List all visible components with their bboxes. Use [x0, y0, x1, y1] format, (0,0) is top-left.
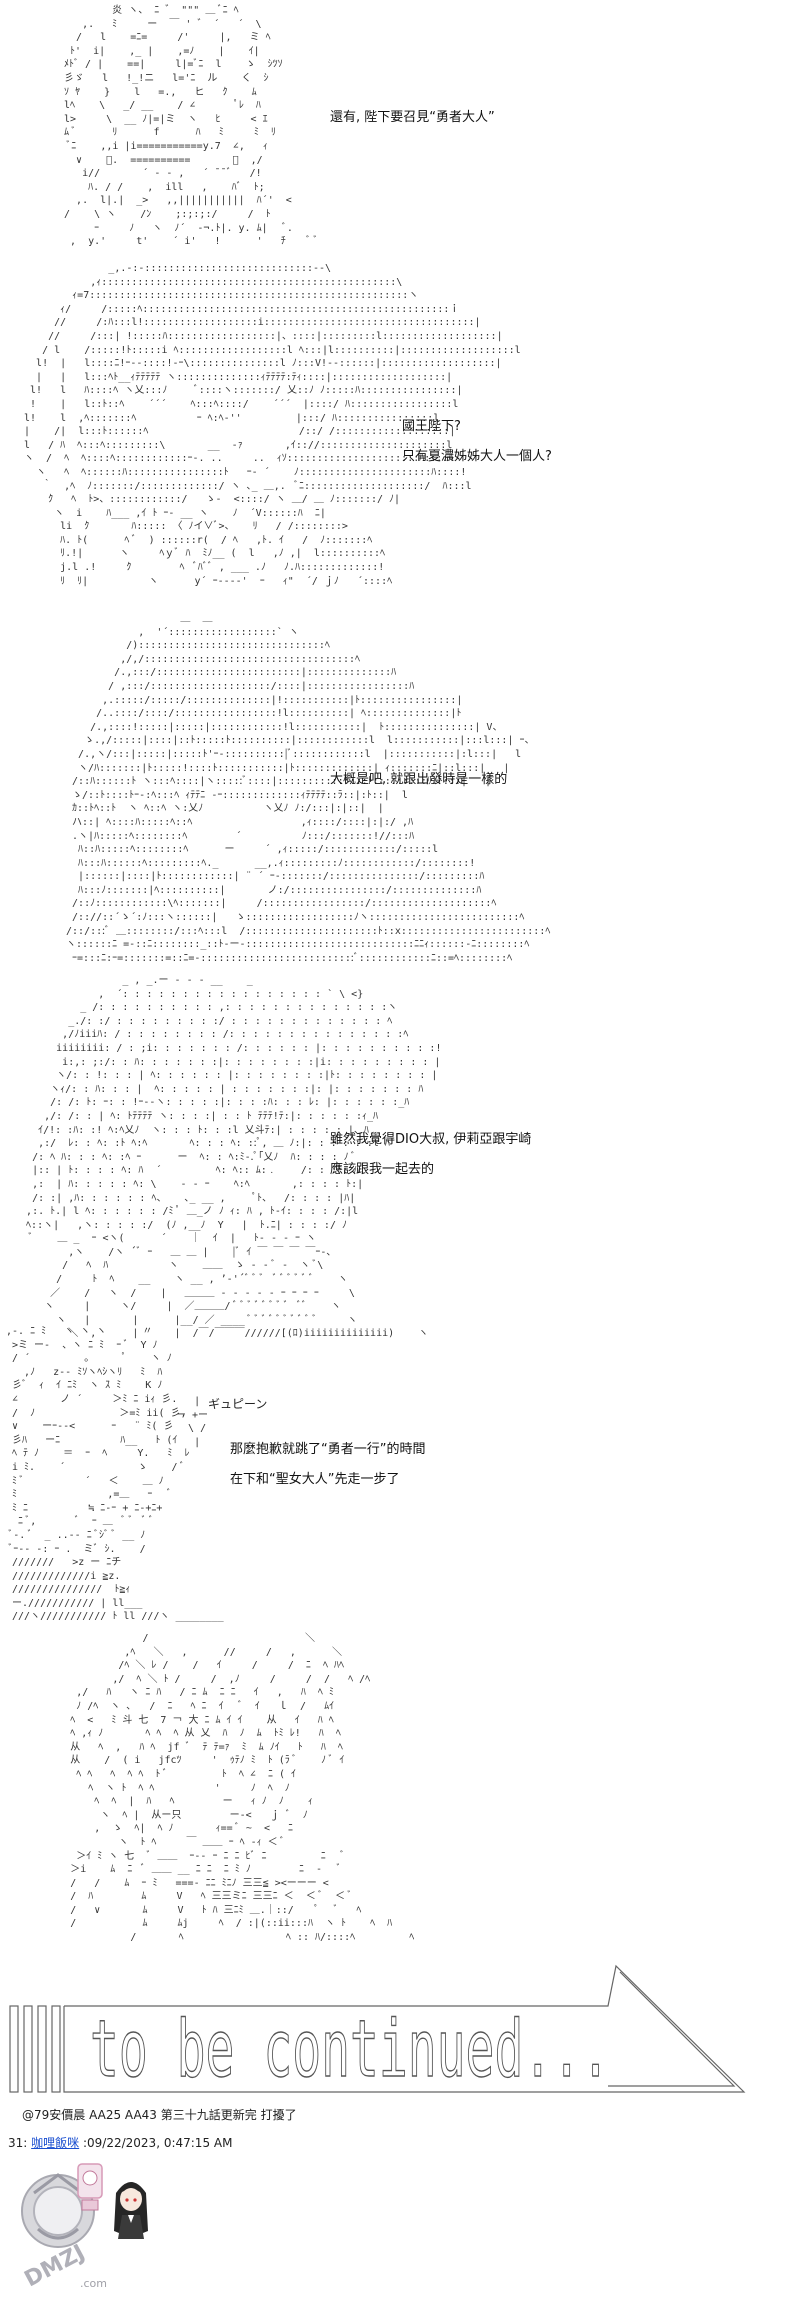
dialog-line: 大概是吧, 就跟出發時是一樣的 [330, 772, 508, 787]
sparkle-icon: | ー +ー \ / | [176, 1396, 209, 1448]
dialog-box-3: 大概是吧, 就跟出發時是一樣的 [330, 765, 507, 795]
post-meta: 31: 咖哩飯咪 :09/22/2023, 0:47:15 AM [8, 2134, 232, 2151]
left-bars [9, 2005, 61, 2093]
post-number: 31: [8, 2136, 28, 2150]
dialog-line: 在下和“聖女大人”先走一步了 [230, 1472, 400, 1487]
sfx-text: ギュピーン [208, 1397, 268, 1411]
tbc-text: to be continued... [90, 2005, 610, 2095]
ascii-art-hooded-girl: _ , _.ー ‐ ‐ - __ _ , ´: : : : : : : : : … [26, 975, 442, 1340]
panel-2: _,.-:‐::::::::::::::::::::::::::::‐-\ ,ｨ… [0, 240, 800, 600]
panel-3: ＿ ＿ , '´::::::::::::::::::` ヽ /)::::::::… [0, 600, 800, 970]
logo-text: DMZJ [21, 2240, 90, 2292]
mascot-stamp-icon [77, 2163, 103, 2211]
dialog-line: 應該跟我一起去的 [330, 1162, 435, 1177]
post-timestamp: :09/22/2023, 0:47:15 AM [82, 2136, 233, 2150]
dialog-line: 那麼抱歉就跳了“勇者一行”的時間 [230, 1442, 426, 1457]
dialog-box-5: 那麼抱歉就跳了“勇者一行”的時間 在下和“聖女大人”先走一步了 [230, 1435, 425, 1495]
ascii-art-guard: 炎 ヽ、 ﾆ ゛ """ ＿ ﾞﾆ ﾍ ,. ﾐ ー ￣ ' ゛ ´ ´ \ /… [64, 5, 319, 248]
ascii-art-girl-2: / ＼ ,ﾍ ＼ , // / , ＼ /ﾍ ＼ ﾚ / / ｲ / / ﾆ ﾍ… [70, 1633, 415, 1944]
site-logo-icon: DMZJ .com [21, 2173, 107, 2292]
dialog-line: 只有夏濃姊姊大人一個人? [402, 449, 552, 464]
panel-1: 炎 ヽ、 ﾆ ゛ """ ＿ ﾞﾆ ﾍ ,. ﾐ ー ￣ ' ゛ ´ ´ \ /… [0, 0, 800, 247]
post-username-link[interactable]: 咖哩飯咪 [31, 2136, 80, 2150]
dialog-line: 還有, 陛下要召見“勇者大人” [330, 110, 495, 125]
dialog-box-1: 還有, 陛下要召見“勇者大人” [330, 103, 495, 133]
panel-5: ,-. ﾆ ﾐ ヽ ヽ ヽ 〃 >ミ ー- 、ヽ ﾆ ﾐ ｰ ﾞ Y ﾉ / ´… [0, 1315, 800, 1622]
ascii-art-knight: ,-. ﾆ ﾐ ヽ ヽ ヽ 〃 >ミ ー- 、ヽ ﾆ ﾐ ｰ ﾞ Y ﾉ / ´… [6, 1326, 224, 1623]
dialog-box-4: 雖然我覺得DIO大叔, 伊莉亞跟宇崎 應該跟我一起去的 [330, 1125, 531, 1185]
panel-4: _ , _.ー ‐ ‐ - __ _ , ´: : : : : : : : : … [0, 970, 800, 1339]
ascii-art-woman: ＿ ＿ , '´::::::::::::::::::` ヽ /)::::::::… [66, 613, 551, 964]
post-title: @79安價晨 AA25 AA43 第三十九話更新完 打擾了 [22, 2108, 297, 2122]
dialog-box-2: 國王陛下? 只有夏濃姊姊大人一個人? [402, 412, 552, 472]
arrow-outline [63, 1964, 746, 2093]
dialog-line: 國王陛下? [402, 419, 461, 434]
ascii-art-girl-1: _,.-:‐::::::::::::::::::::::::::::‐-\ ,ｨ… [24, 263, 521, 587]
avatar [114, 2182, 148, 2239]
panel-6: / ＼ ,ﾍ ＼ , // / , ＼ /ﾍ ＼ ﾚ / / ｲ / / ﾆ ﾍ… [0, 1620, 800, 1955]
logo-sub: .com [80, 2277, 107, 2290]
dialog-line: 雖然我覺得DIO大叔, 伊莉亞跟宇崎 [330, 1132, 532, 1147]
to-be-continued-banner: to be continued... [9, 1964, 746, 2096]
